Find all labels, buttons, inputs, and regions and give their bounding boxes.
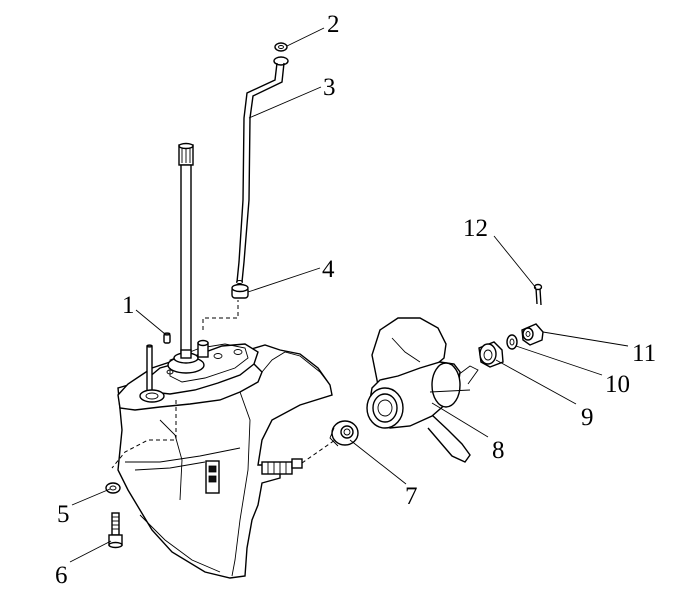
drive-shaft xyxy=(178,142,194,356)
callout-6: 6 xyxy=(55,562,68,589)
callout-8: 8 xyxy=(492,437,505,464)
callout-labels: 1 2 3 4 5 6 7 8 9 10 11 12 xyxy=(55,11,656,589)
part-8-propeller xyxy=(366,317,479,463)
callout-9: 9 xyxy=(581,404,594,431)
part-6-bolt xyxy=(108,512,123,549)
callout-4: 4 xyxy=(322,256,335,283)
callout-12: 12 xyxy=(463,215,488,242)
callout-3: 3 xyxy=(323,74,336,101)
callout-1: 1 xyxy=(122,292,135,319)
callout-7: 7 xyxy=(405,483,418,510)
part-12-cotter-pin xyxy=(533,283,543,306)
callout-5: 5 xyxy=(57,501,70,528)
callout-11: 11 xyxy=(632,340,656,367)
part-1-pin xyxy=(163,332,171,344)
callout-10: 10 xyxy=(605,371,630,398)
part-3-water-tube xyxy=(236,56,289,284)
part-4-grommet xyxy=(231,283,249,299)
part-7-spacer xyxy=(329,420,359,447)
part-11-nut xyxy=(521,323,544,346)
part-9-spacer xyxy=(478,341,504,368)
callout-2: 2 xyxy=(327,11,340,38)
part-5-washer xyxy=(105,482,121,494)
part-2-washer xyxy=(274,42,288,52)
part-gear-case xyxy=(111,300,336,579)
leader-lines xyxy=(69,27,629,563)
part-10-washer xyxy=(506,334,518,350)
